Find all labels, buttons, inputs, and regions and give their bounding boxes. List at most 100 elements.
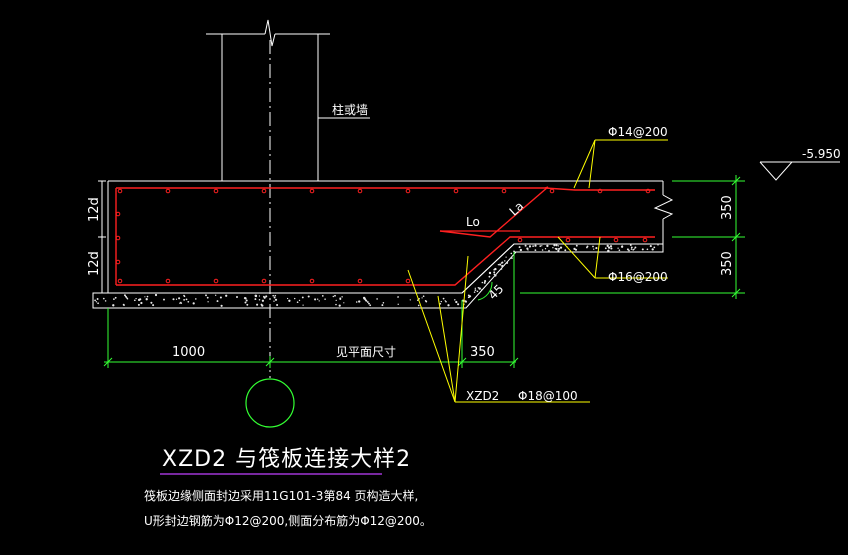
bedding-dot — [254, 298, 257, 301]
bedding-dot — [553, 244, 556, 247]
bedding-dot — [397, 303, 399, 305]
bedding-dot — [501, 261, 504, 264]
bedding-dot — [554, 247, 556, 250]
elevation-marker — [759, 161, 840, 181]
bedding-dot — [651, 248, 654, 251]
bedding-dot — [526, 247, 529, 250]
bedding-dot — [192, 302, 195, 305]
bedding-dot — [557, 245, 559, 247]
note-line-1: 筏板边缘侧面封边采用11G101-3第84 页构造大样, — [144, 488, 418, 503]
bedding-dot — [95, 301, 98, 303]
bedding-dot — [609, 245, 613, 248]
bedding-dot — [341, 296, 343, 298]
rebar-section-dot — [565, 237, 571, 243]
bedding-dot — [634, 246, 637, 249]
bedding-dot — [335, 299, 337, 302]
column-wall-label: 柱或墙 — [332, 102, 368, 117]
bedding-dot — [649, 245, 652, 248]
bedding-dot — [499, 263, 502, 266]
bedding-dot — [183, 295, 186, 298]
bedding-dot — [503, 264, 505, 266]
bedding-dot — [296, 301, 299, 304]
bedding-dot — [97, 302, 99, 305]
bedding-dot — [421, 297, 423, 299]
rebar-section-dot — [213, 188, 219, 194]
bedding-dot — [318, 300, 320, 302]
bedding-dot — [298, 299, 301, 302]
rebar-section-dot — [309, 188, 315, 194]
bedding-dot — [595, 247, 598, 250]
bedding-dot — [276, 303, 279, 307]
bedding-dot — [207, 301, 209, 303]
slope-angle-arc — [477, 281, 493, 301]
bedding-dot — [244, 297, 247, 300]
bottom-rebar-label: Φ16@200 — [608, 270, 668, 284]
bedding-dot — [548, 249, 550, 252]
bedding-dot — [630, 248, 633, 250]
rebar-section-dot — [453, 188, 459, 194]
bedding-dot — [444, 300, 446, 302]
bedding-dot — [368, 302, 370, 305]
bedding-dot — [220, 304, 223, 307]
bedding-dot — [369, 304, 372, 307]
bedding-dot — [604, 247, 607, 250]
bedding-dot — [382, 302, 385, 304]
bedding-dot — [474, 289, 477, 291]
bedding-dot — [641, 248, 644, 251]
bedding-dot — [324, 298, 326, 300]
rebar-section-dot — [357, 278, 363, 284]
bedding-dot — [258, 299, 261, 301]
bedding-dot — [555, 244, 558, 247]
bedding-dot — [657, 244, 659, 246]
bedding-dot — [195, 298, 197, 300]
bedding-dot — [478, 287, 481, 290]
right-dimension — [520, 175, 745, 299]
bedding-dot — [355, 301, 358, 303]
height-bottom-label: 12d — [87, 251, 102, 276]
bedding-dot — [273, 300, 275, 302]
bedding-dot — [524, 244, 527, 247]
bedding-dot — [417, 304, 420, 307]
bedding-dot — [541, 249, 544, 251]
bedding-dot — [365, 299, 368, 302]
bedding-dot — [575, 244, 578, 247]
bedding-dot — [314, 298, 317, 301]
elevation-label: -5.950 — [802, 147, 841, 161]
bedding-dot — [125, 296, 128, 298]
rebar-section-dot — [261, 278, 267, 284]
bedding-dot — [126, 298, 129, 300]
bedding-dot — [163, 298, 165, 301]
bedding-dot — [150, 301, 153, 304]
bedding-dot — [205, 294, 207, 297]
bedding-dot — [265, 295, 268, 298]
bedding-concrete — [92, 243, 664, 309]
bedding-dot — [484, 280, 487, 283]
bedding-dot — [366, 301, 369, 303]
bedding-dot — [488, 275, 491, 278]
bedding-dot — [473, 291, 476, 293]
rebar-section-dot — [213, 278, 219, 284]
bottom-rebar — [116, 236, 655, 286]
axis-bubble — [245, 378, 295, 428]
rebar-section-dot — [117, 278, 123, 284]
bedding-dot — [629, 244, 632, 246]
bedding-dot — [509, 257, 512, 259]
xzd-rebar-label: Φ18@100 — [518, 389, 578, 403]
bedding-dot — [606, 244, 609, 248]
leader-lines — [407, 139, 668, 403]
note-line-2: U形封边钢筋为Φ12@200,侧面分布筋为Φ12@200。 — [144, 513, 432, 528]
bedding-dot — [454, 299, 456, 301]
bedding-dot — [586, 245, 589, 248]
bedding-dot — [519, 248, 523, 252]
bedding-dot — [102, 297, 105, 300]
bedding-dot — [146, 295, 149, 298]
rebar-section-dot — [613, 237, 619, 243]
rebar-section-dot — [115, 259, 121, 265]
bedding-dot — [236, 296, 238, 298]
bedding-dot — [518, 246, 521, 249]
bedding-dot — [225, 294, 228, 297]
rebar-section-dot — [517, 237, 523, 243]
rebar-section-dot — [549, 188, 555, 194]
bedding-dot — [607, 246, 611, 249]
